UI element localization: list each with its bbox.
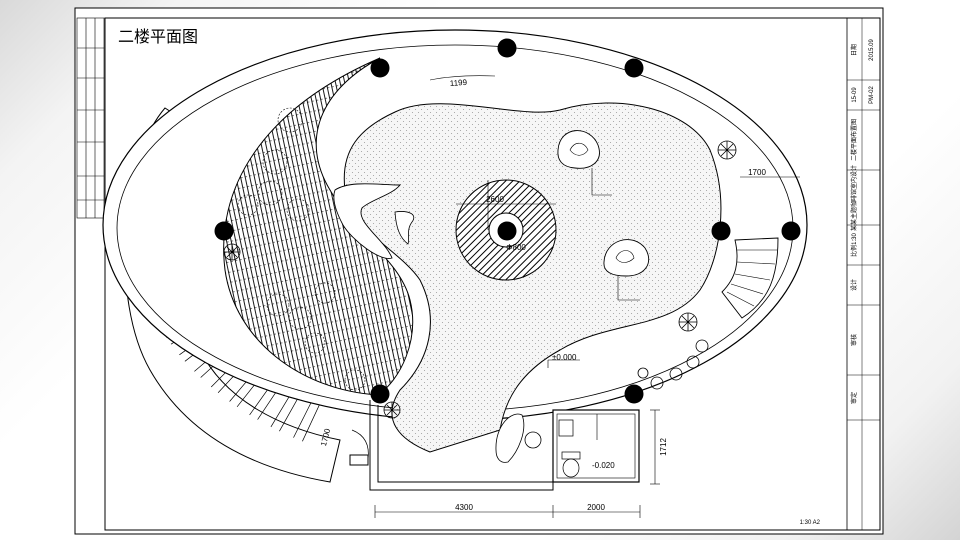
sink-icon (558, 419, 574, 437)
washroom: -0.020 (552, 409, 640, 483)
right-stair (721, 237, 779, 319)
dim-right-balcony: 1700 (748, 168, 766, 177)
sculpture-island-right (603, 239, 650, 301)
dim-washroom-height: 1712 (659, 438, 668, 456)
stage-width-dim: 2600 (486, 195, 504, 204)
counter-inner (394, 211, 415, 245)
dotted-floor (343, 102, 722, 453)
column-dot-icon (214, 38, 801, 404)
entry-walls (349, 400, 554, 491)
tb-drawing-no: 15-09 (852, 87, 858, 103)
tb-date: 2015.09 (869, 39, 875, 61)
title-block: 2015.09 日期 15-09 PM-02 二楼平面布置图 某某主题咖啡馆室内… (846, 17, 881, 531)
plant-icon (223, 140, 737, 419)
scale-note: 1:30 A2 (800, 520, 821, 526)
washroom-level: -0.020 (592, 461, 615, 470)
floor-level: ±0.000 (552, 353, 577, 362)
stage-inner-dim: Φ800 (506, 243, 526, 252)
seat-icon (524, 431, 542, 449)
tb-checker: 审核 (850, 334, 858, 346)
left-revision-strip (76, 17, 105, 219)
toilet-icon (561, 451, 581, 478)
drawing-title: 二楼平面图 (118, 28, 198, 46)
deck-chairs (237, 107, 366, 391)
dim-bottom-left: 4300 (455, 503, 473, 512)
seat-pod (495, 413, 525, 463)
dim-top-arc: 1199 (450, 78, 468, 88)
wood-deck (223, 57, 414, 396)
bar-counter (333, 183, 401, 259)
tb-approver: 审定 (850, 392, 858, 404)
tb-designer: 设计 (850, 279, 858, 291)
dim-bottom-right: 2000 (587, 503, 605, 512)
tb-drawing-name: 二楼平面布置图 (850, 119, 858, 161)
tb-scale: 比例1:30 (850, 233, 858, 257)
tb-date-label: 日期 (850, 44, 858, 56)
tb-page-no: PM-02 (869, 86, 875, 104)
sculpture-island-top (557, 130, 612, 196)
tb-project-name: 某某主题咖啡馆室内设计 (850, 165, 858, 231)
